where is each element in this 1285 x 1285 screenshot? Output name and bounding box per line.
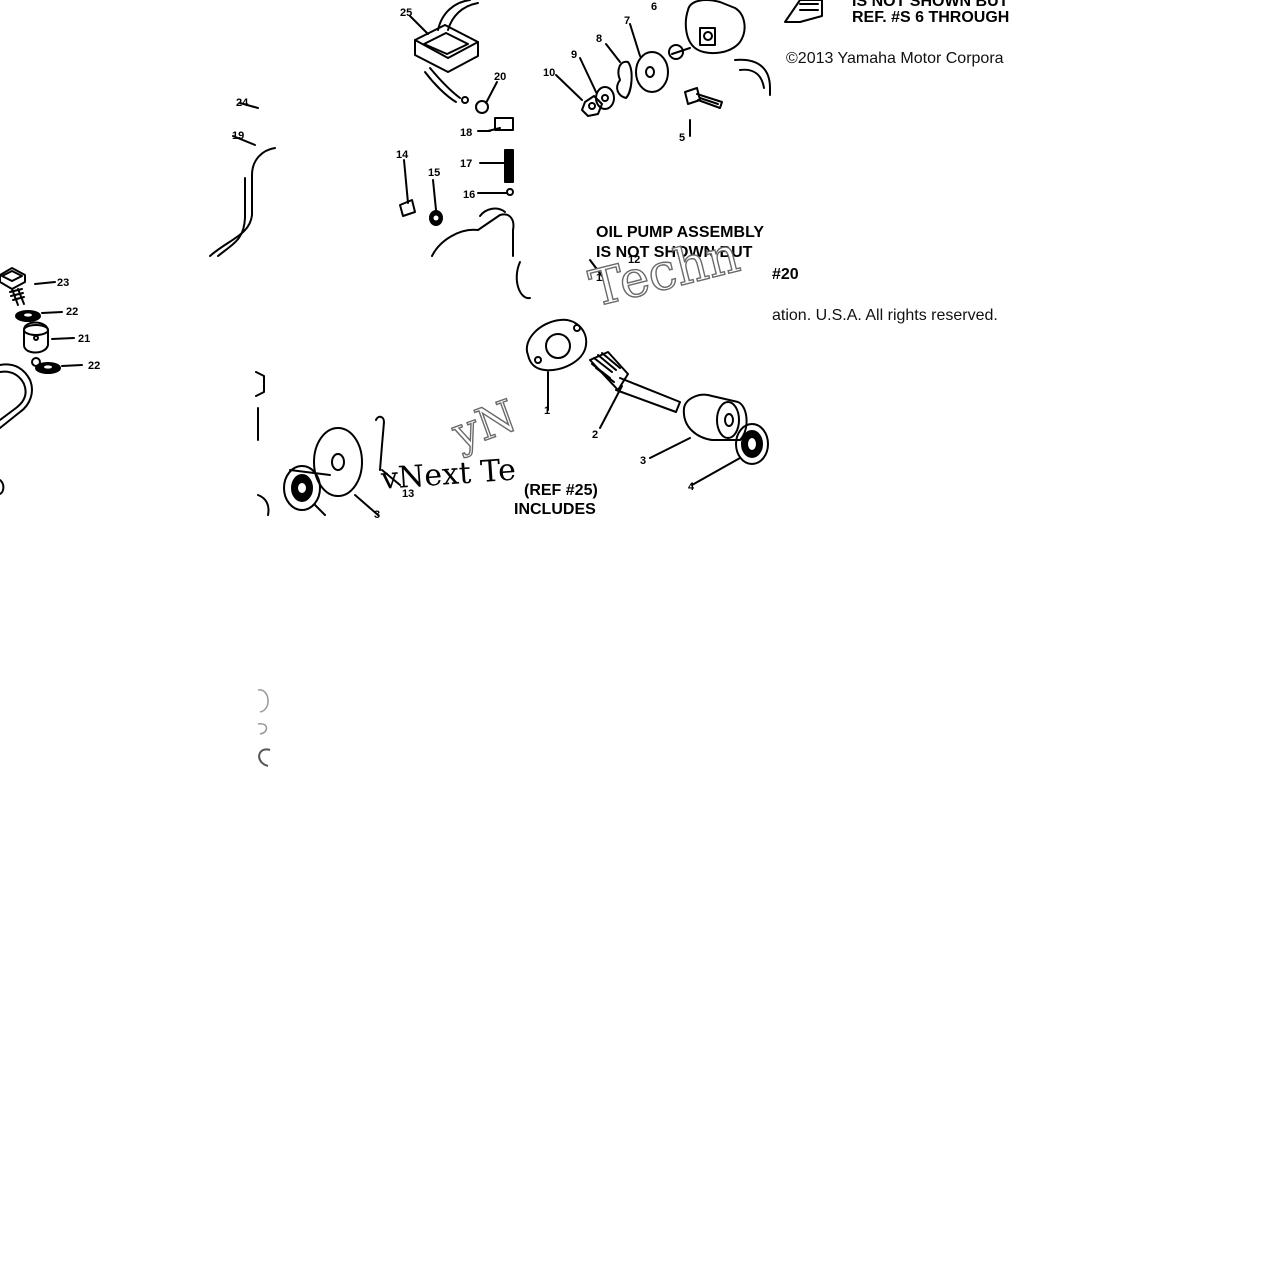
callout-12: 12 — [628, 254, 640, 266]
note-not-shown-top: IS NOT SHOWN BUT — [852, 0, 1009, 10]
callout-3-left: 3 — [374, 509, 380, 521]
gasket-1 — [515, 261, 588, 411]
copyright-notice: ©2013 Yamaha Motor Corpora — [786, 50, 1004, 67]
callout-11: 11 — [596, 272, 608, 284]
callout-17: 17 — [460, 158, 472, 170]
clip-13 — [375, 415, 401, 486]
note-ref-6-through: REF. #S 6 THROUGH — [852, 9, 1010, 26]
sleeve-3 — [649, 393, 748, 459]
callout-22-top: 22 — [66, 306, 78, 318]
washer-7 — [629, 23, 669, 93]
callout-13: 13 — [402, 488, 414, 500]
callout-22-bottom: 22 — [88, 360, 100, 372]
pump-hardware-14-18 — [399, 117, 515, 257]
callout-6: 6 — [651, 1, 657, 13]
callout-8: 8 — [596, 33, 602, 45]
callout-2: 2 — [592, 429, 598, 441]
callout-24: 24 — [236, 97, 249, 109]
washer-22-top — [15, 310, 63, 322]
left-housing-edge — [255, 371, 270, 516]
callout-23: 23 — [57, 277, 69, 289]
oil-pipe-bottom-left — [0, 363, 33, 495]
bearing-4 — [691, 423, 769, 486]
callout-9: 9 — [571, 49, 577, 61]
callout-25: 25 — [400, 7, 412, 19]
note-ref-20: #20 — [772, 266, 799, 283]
callout-4: 4 — [688, 481, 695, 493]
callout-20: 20 — [494, 71, 506, 83]
callout-numbers: 25 20 18 17 16 14 15 24 19 6 7 8 9 10 5 … — [57, 1, 695, 521]
watermark-fragment — [257, 689, 271, 767]
callout-7: 7 — [624, 15, 630, 27]
note-oil-pump-assembly: OIL PUMP ASSEMBLY — [596, 224, 765, 241]
callout-14: 14 — [396, 149, 409, 161]
note-includes: INCLUDES — [514, 501, 596, 518]
callout-1: 1 — [544, 405, 550, 417]
callout-19: 19 — [232, 130, 244, 142]
warning-tag — [784, 0, 823, 23]
callout-16: 16 — [463, 189, 475, 201]
bolt-5 — [684, 87, 723, 137]
lever-8 — [605, 43, 633, 99]
bearing-3-left — [283, 465, 331, 516]
callout-5: 5 — [679, 132, 685, 144]
delivery-pipe-25 — [409, 0, 479, 104]
oil-pipe-left — [209, 102, 276, 257]
note-ref-25: (REF #25) — [524, 482, 598, 499]
grommet-21 — [23, 321, 75, 354]
washer-large — [313, 427, 379, 516]
washer-22-bottom — [31, 357, 83, 374]
callout-18: 18 — [460, 127, 472, 139]
note-oil-pump-not-shown: IS NOT SHOWN BUT — [596, 244, 753, 261]
callout-15: 15 — [428, 167, 440, 179]
nut-9-10 — [555, 57, 615, 117]
fitting-20 — [475, 81, 498, 114]
callout-3: 3 — [640, 455, 646, 467]
pump-cover — [668, 0, 771, 96]
tile-mask — [772, 238, 862, 258]
callout-21: 21 — [78, 333, 90, 345]
bolt-23 — [0, 267, 56, 306]
rights-reserved: ation. U.S.A. All rights reserved. — [772, 307, 998, 324]
callout-10: 10 — [543, 67, 555, 79]
worm-shaft-2 — [589, 259, 681, 429]
